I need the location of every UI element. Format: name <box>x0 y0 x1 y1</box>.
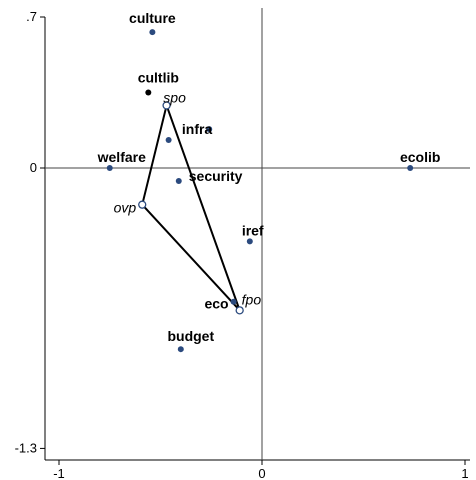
point-label-culture: culture <box>129 10 176 26</box>
x-tick-label: 0 <box>258 466 265 480</box>
data-point-infra <box>206 126 213 133</box>
party-marker-fpo <box>235 306 244 315</box>
plot-frame <box>44 17 470 461</box>
data-point-welfare <box>106 165 113 171</box>
point-label-budget: budget <box>167 328 214 344</box>
point-label-welfare: welfare <box>97 149 146 165</box>
party-marker-spo <box>162 101 171 110</box>
point-label-iref: iref <box>242 222 264 238</box>
parties-layer: spo ovp fpo <box>114 89 262 315</box>
data-point-eco <box>230 298 237 305</box>
party-label-spo: spo <box>163 89 186 105</box>
data-point-ecolib <box>407 165 414 171</box>
y-tick-label: 0 <box>30 160 37 175</box>
y-tick-label: -1.3 <box>15 440 37 455</box>
data-point-iref <box>246 238 253 245</box>
data-point-budget <box>177 346 184 353</box>
data-point-culture <box>149 29 156 36</box>
point-label-eco: eco <box>204 296 228 312</box>
party-label-ovp: ovp <box>114 200 137 216</box>
reference-lines <box>45 8 470 460</box>
party-marker-ovp <box>138 200 147 209</box>
y-axis: .7 0 -1.3 <box>15 9 45 455</box>
point-label-security: security <box>189 168 243 184</box>
y-tick-label: .7 <box>26 9 37 24</box>
party-label-fpo: fpo <box>242 291 262 307</box>
points-layer: culture cultlib infra welfare security ecolib… <box>97 10 440 353</box>
point-label-infra: infra <box>182 121 213 137</box>
party-polygon-layer <box>141 101 241 312</box>
data-point-security <box>175 177 182 184</box>
party-triangle <box>141 101 241 312</box>
x-tick-label: -1 <box>53 466 65 480</box>
point-label-cultlib: cultlib <box>138 70 179 86</box>
data-point-cultlib <box>145 89 152 96</box>
x-axis: -1 0 1 <box>53 460 469 480</box>
data-point <box>165 136 172 143</box>
x-tick-label: 1 <box>461 466 468 480</box>
point-label-ecolib: ecolib <box>400 149 440 165</box>
